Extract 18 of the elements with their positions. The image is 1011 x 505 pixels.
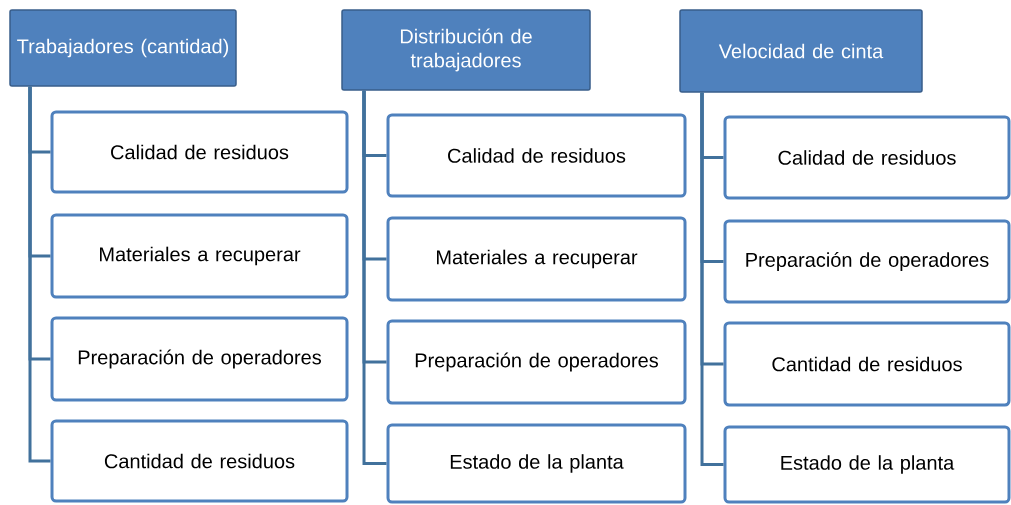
- topic-box: Estado de la planta: [723, 425, 1011, 504]
- header-box: Trabajadores (cantidad): [9, 9, 237, 87]
- topic-box: Calidad de residuos: [723, 115, 1011, 200]
- connector-line: [700, 92, 724, 466]
- topic-box: Preparación de operadores: [723, 219, 1011, 304]
- topic-box: Estado de la planta: [386, 423, 687, 504]
- topic-box: Calidad de residuos: [386, 113, 687, 198]
- header-box: Velocidad de cinta: [679, 9, 923, 93]
- topic-box: Materiales a recuperar: [50, 213, 349, 299]
- topic-box: Preparación de operadores: [386, 319, 687, 405]
- connector-line: [28, 86, 51, 463]
- header-box: Distribución de trabajadores: [341, 9, 591, 91]
- topic-box: Preparación de operadores: [50, 316, 349, 402]
- connector-line: [362, 90, 387, 465]
- topic-box: Materiales a recuperar: [386, 216, 687, 302]
- topic-box: Cantidad de residuos: [723, 321, 1011, 407]
- topic-box: Calidad de residuos: [50, 110, 349, 194]
- topic-box: Cantidad de residuos: [50, 419, 349, 503]
